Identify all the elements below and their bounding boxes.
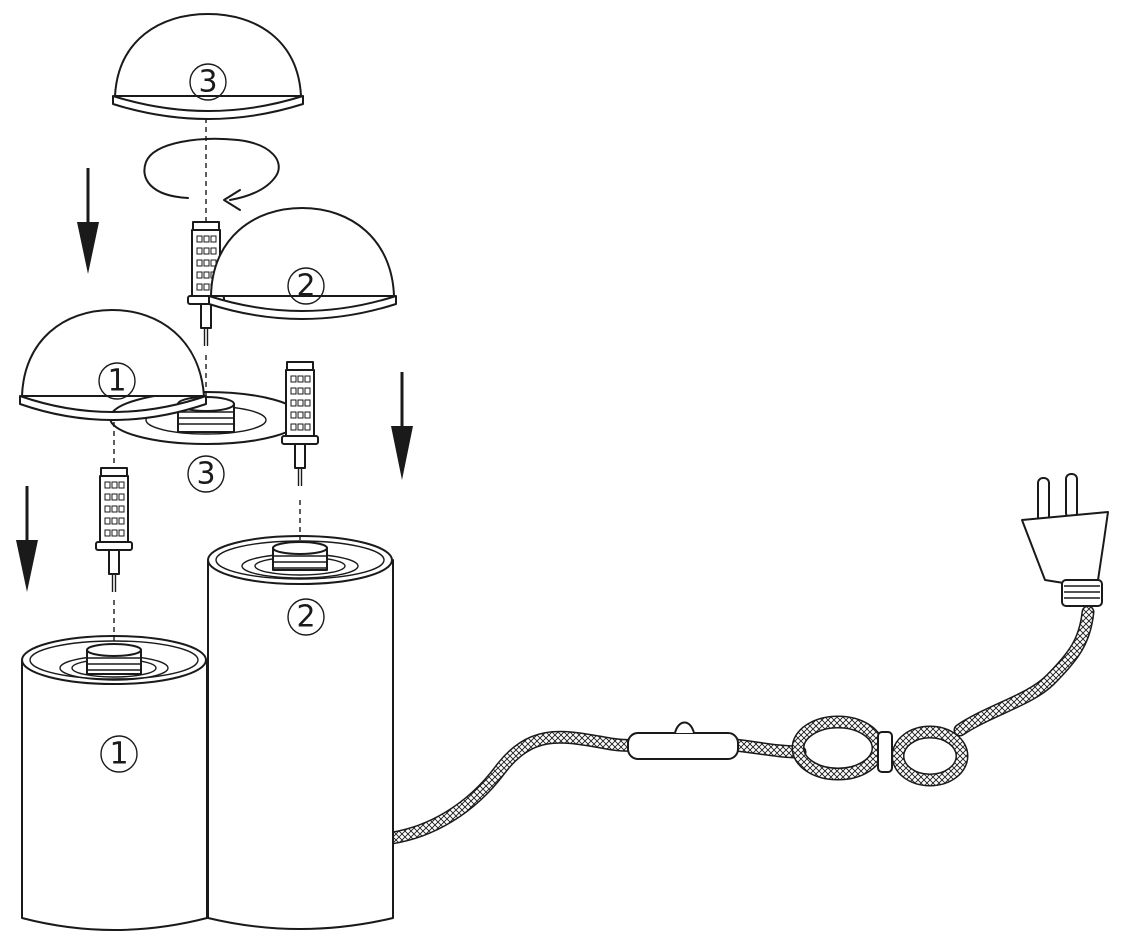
dome-1: 1: [19, 309, 207, 421]
led-bulb-icon: [95, 467, 133, 593]
rotate-arrow-icon: [143, 137, 280, 211]
dome-3: 3: [112, 13, 304, 120]
cylinder-2-label: 2: [296, 600, 315, 635]
cylinder-2: 2: [207, 535, 394, 930]
switch-icon: [627, 721, 739, 760]
collar-3-label: 3: [196, 457, 215, 492]
cable-loop: [791, 715, 969, 787]
led-bulb-icon: [281, 361, 319, 487]
dome-1-label: 1: [107, 364, 126, 399]
arrow-down-icon: [391, 372, 413, 480]
arrow-down-icon: [77, 168, 99, 274]
arrow-down-icon: [16, 486, 38, 592]
dome-2-label: 2: [296, 269, 315, 304]
plug-icon: [1021, 473, 1109, 607]
alignment-lines: [113, 118, 301, 642]
cable: [385, 605, 1095, 845]
dome-3-label: 3: [198, 65, 217, 100]
cylinder-1-label: 1: [109, 737, 128, 772]
cylinder-1: 1: [21, 635, 208, 931]
dome-2: 2: [208, 207, 397, 320]
collar-3: 3: [109, 391, 303, 493]
